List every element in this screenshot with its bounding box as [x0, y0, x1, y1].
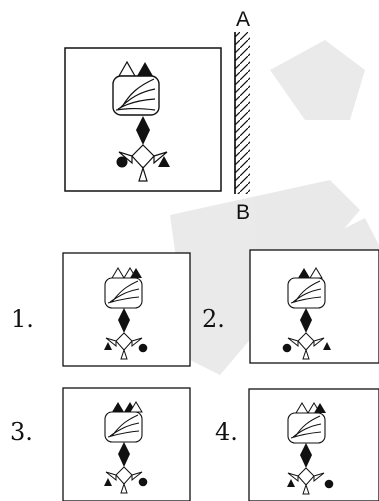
option-frame-3 [63, 388, 190, 501]
mirror-label-a: A [236, 9, 250, 30]
option-number-4: 4. [215, 420, 238, 444]
mirror-label-b: B [236, 202, 250, 223]
mirror-hatch [235, 32, 250, 194]
option-number-2: 2. [202, 307, 225, 331]
option-number-3: 3. [10, 420, 33, 444]
option-frame-1 [63, 253, 190, 366]
option-number-1: 1. [11, 307, 34, 331]
